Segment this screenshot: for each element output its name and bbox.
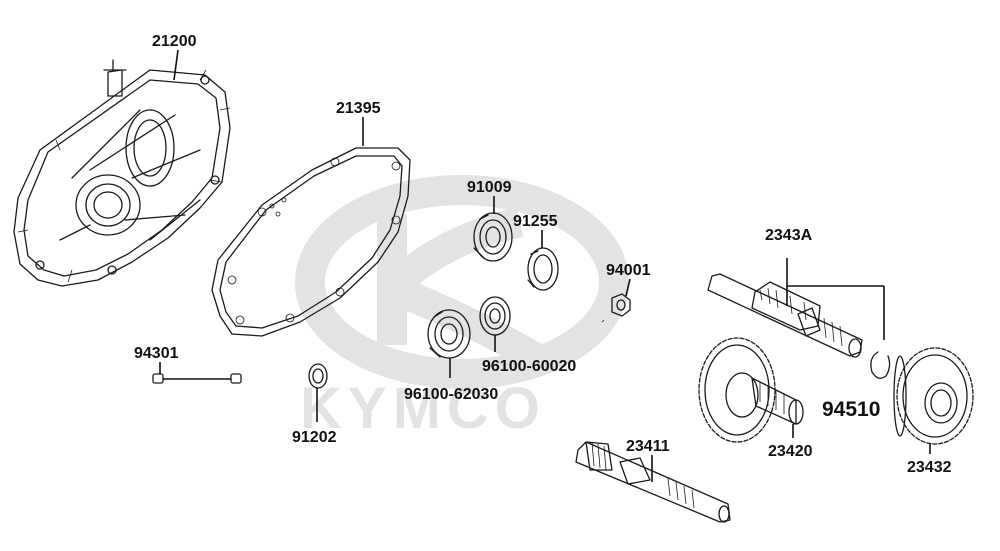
part-label-21395: 21395	[336, 100, 381, 117]
bearing-96100-60020-drawing	[479, 296, 511, 336]
part-label-23432: 23432	[907, 459, 952, 476]
part-label-96100-62030: 96100-62030	[404, 386, 498, 403]
part-label-23411: 23411	[626, 438, 670, 455]
oil-seal-91255-drawing	[527, 247, 559, 291]
part-label-91202: 91202	[292, 429, 337, 446]
transmission-cover-drawing	[13, 59, 231, 287]
part-label-94001: 94001	[606, 262, 651, 279]
bearing-91009-drawing	[473, 212, 513, 262]
kymco-watermark: KYMCO	[295, 175, 629, 441]
part-label-21200: 21200	[152, 33, 197, 50]
part-label-2343A: 2343A	[765, 227, 813, 244]
final-shaft-drawing	[707, 273, 863, 358]
watermark-text: KYMCO	[300, 376, 546, 441]
gasket-drawing	[211, 147, 411, 337]
counter-gear-drawing	[698, 337, 804, 443]
part-label-91009: 91009	[467, 179, 512, 196]
bearing-96100-62030-drawing	[427, 309, 471, 359]
part-label-23420: 23420	[768, 443, 813, 460]
nut-94001-drawing	[601, 293, 631, 323]
leader-21200	[173, 49, 179, 81]
part-label-91255: 91255	[513, 213, 558, 230]
leader-94001	[625, 278, 631, 297]
oil-seal-91202-drawing	[308, 363, 328, 389]
drive-shaft-drawing	[575, 441, 731, 523]
final-gear-drawing	[893, 347, 974, 445]
dowel-pins-drawing	[152, 373, 242, 384]
circlip-drawing	[870, 351, 891, 379]
part-label-94510: 94510	[822, 398, 880, 421]
part-label-96100-60020: 96100-60020	[482, 358, 576, 375]
part-label-94301: 94301	[134, 345, 179, 362]
